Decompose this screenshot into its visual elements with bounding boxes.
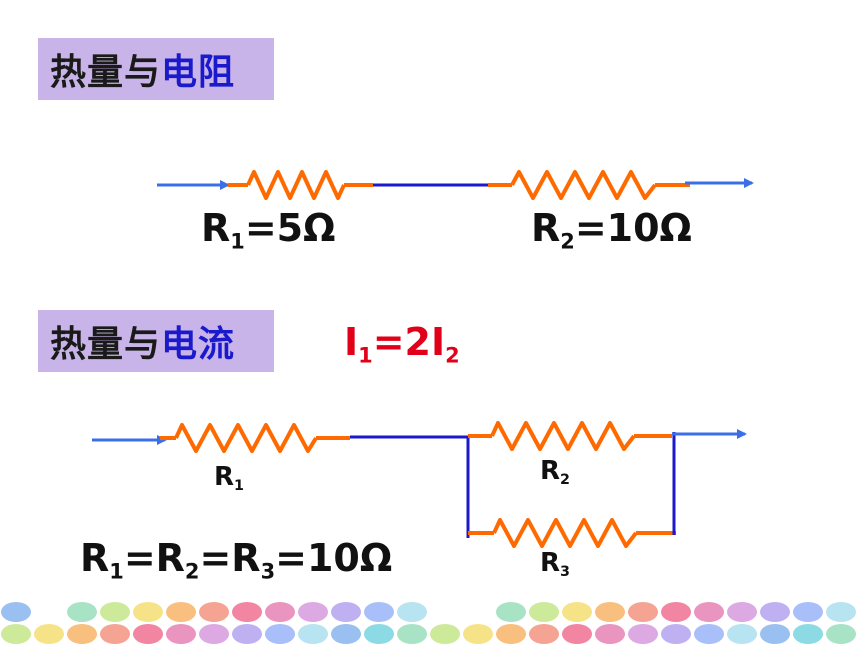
- series-r1-label: R1=5Ω: [201, 206, 336, 254]
- series-r2-sub: 2: [560, 229, 575, 254]
- parallel-r2-label: R2: [540, 456, 570, 488]
- series-r1-letter: R: [201, 206, 231, 250]
- bubble-dot: [661, 624, 691, 644]
- eq-b: =R: [123, 536, 185, 580]
- current-mid: =2I: [372, 320, 446, 364]
- current-i2-sub: 2: [445, 343, 460, 368]
- parallel-circuit: [92, 421, 747, 548]
- bubble-dot: [331, 624, 361, 644]
- parallel-r1-label: R1: [214, 462, 244, 494]
- bubble-dot: [496, 624, 526, 644]
- bubble-dot: [529, 624, 559, 644]
- series-r1-resistor: [246, 170, 346, 200]
- bubble-dot: [133, 624, 163, 644]
- bubble-dot: [562, 624, 592, 644]
- bubble-dot: [166, 624, 196, 644]
- current-i1: I: [344, 320, 359, 364]
- bubble-dot: [595, 624, 625, 644]
- series-circuit: [157, 170, 754, 200]
- bubble-dot: [430, 624, 460, 644]
- title-heat-current: 热量与电流: [38, 310, 274, 372]
- title-heat-resistance-part2: 电阻: [161, 52, 236, 93]
- bubble-dot: [496, 602, 526, 622]
- parallel-r3-sub: 3: [560, 564, 570, 580]
- bubble-dot: [1, 602, 31, 622]
- parallel-r1-resistor: [174, 423, 318, 453]
- bubble-dot: [595, 602, 625, 622]
- bubble-dot: [100, 624, 130, 644]
- bubble-dot: [265, 624, 295, 644]
- bubble-dot: [628, 602, 658, 622]
- bubble-dot: [265, 602, 295, 622]
- parallel-r2-letter: R: [540, 456, 561, 486]
- series-r2-label: R2=10Ω: [531, 206, 692, 254]
- bubble-dot: [133, 602, 163, 622]
- bubble-dot: [364, 602, 394, 622]
- bubble-dot: [397, 602, 427, 622]
- bubble-dot: [100, 602, 130, 622]
- parallel-r2-sub: 2: [560, 472, 570, 488]
- bubble-dot: [793, 602, 823, 622]
- eq-c-sub: 3: [260, 559, 276, 584]
- current-relation: I1=2I2: [344, 320, 460, 368]
- bubble-dot: [67, 624, 97, 644]
- bubble-dot: [331, 602, 361, 622]
- bubble-dot: [364, 624, 394, 644]
- bubble-dot: [199, 602, 229, 622]
- parallel-equation: R1=R2=R3=10Ω: [80, 536, 393, 584]
- bubble-dot: [1, 624, 31, 644]
- bubble-dot: [793, 624, 823, 644]
- title-heat-resistance-part1: 热量与: [50, 52, 162, 93]
- bubble-dot: [529, 602, 559, 622]
- bubble-dot: [760, 602, 790, 622]
- eq-b-sub: 2: [184, 559, 200, 584]
- bubble-dot: [727, 602, 757, 622]
- bubble-dot: [298, 602, 328, 622]
- bubble-dot: [463, 624, 493, 644]
- parallel-r1-letter: R: [214, 462, 235, 492]
- parallel-r3-letter: R: [540, 548, 561, 578]
- series-r2-value: =10Ω: [574, 206, 692, 250]
- parallel-r3-resistor: [492, 518, 638, 548]
- eq-c: =R: [199, 536, 261, 580]
- bubble-dot: [562, 602, 592, 622]
- bubble-dot: [232, 624, 262, 644]
- title-heat-current-part2: 电流: [161, 324, 236, 365]
- bubble-dot: [694, 602, 724, 622]
- series-r2-letter: R: [531, 206, 561, 250]
- eq-value: =10Ω: [275, 536, 393, 580]
- series-r2-resistor: [510, 170, 657, 200]
- eq-a: R: [80, 536, 110, 580]
- current-i1-sub: 1: [358, 343, 373, 368]
- bubble-dot: [166, 602, 196, 622]
- decorative-bubble-border: [1, 602, 856, 644]
- bubble-dot: [298, 624, 328, 644]
- series-r1-sub: 1: [230, 229, 245, 254]
- bubble-dot: [628, 624, 658, 644]
- bubble-dot: [199, 624, 229, 644]
- bubble-dot: [67, 602, 97, 622]
- bubble-dot: [661, 602, 691, 622]
- bubble-dot: [34, 624, 64, 644]
- title-heat-resistance: 热量与电阻: [38, 38, 274, 100]
- bubble-dot: [826, 602, 856, 622]
- series-r1-value: =5Ω: [244, 206, 336, 250]
- bubble-dot: [727, 624, 757, 644]
- eq-a-sub: 1: [109, 559, 124, 584]
- parallel-r2-resistor: [490, 421, 636, 451]
- title-heat-current-part1: 热量与: [50, 324, 162, 365]
- parallel-r1-sub: 1: [234, 478, 244, 494]
- parallel-r3-label: R3: [540, 548, 570, 580]
- bubble-dot: [826, 624, 856, 644]
- bubble-dot: [760, 624, 790, 644]
- bubble-dot: [232, 602, 262, 622]
- bubble-dot: [694, 624, 724, 644]
- bubble-dot: [397, 624, 427, 644]
